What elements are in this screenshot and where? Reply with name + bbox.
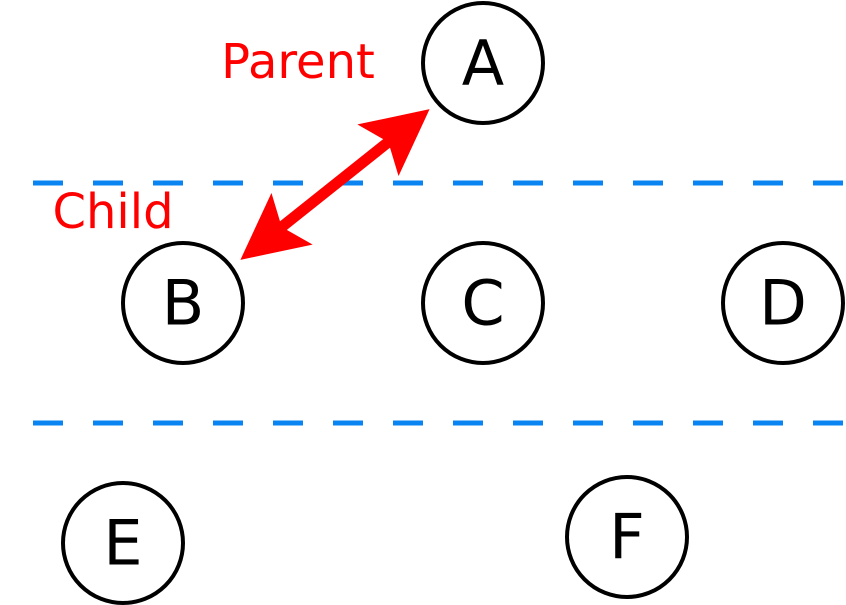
parent-annotation: Parent [221,34,375,90]
parent-child-arrow [240,109,430,260]
node-d: D [721,241,845,365]
node-f-label: F [609,501,645,574]
node-c: C [421,241,545,365]
node-a: A [421,1,545,125]
node-b: B [121,241,245,365]
child-annotation: Child [52,184,173,240]
node-a-label: A [462,27,504,100]
node-b-label: B [162,267,205,340]
node-d-label: D [759,267,807,340]
node-e-label: E [103,507,142,580]
node-c-label: C [461,267,504,340]
node-e: E [61,481,185,605]
node-f: F [565,475,689,599]
